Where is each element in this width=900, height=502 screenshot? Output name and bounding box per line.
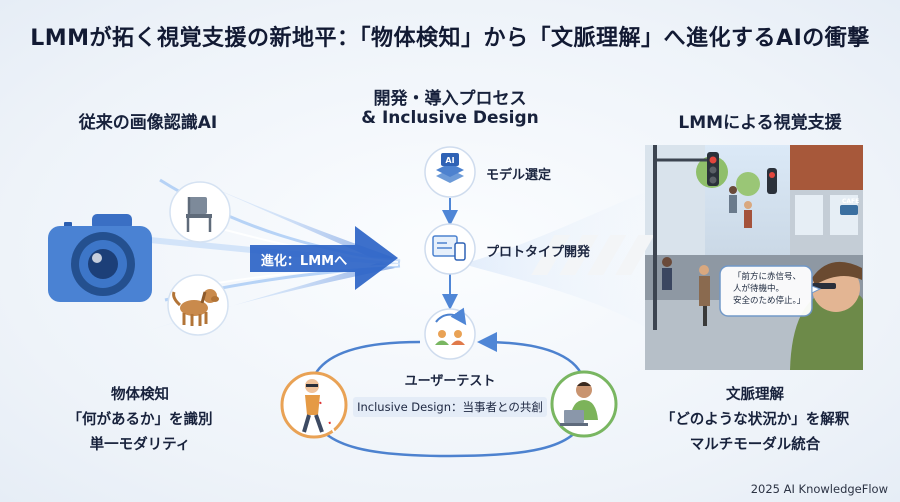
- ai-layers-icon: AI: [424, 146, 476, 198]
- step-prototype-label: プロトタイプ開発: [486, 245, 591, 260]
- right-caption-line: マルチモーダル統合: [689, 437, 821, 453]
- speech-bubble-line: 「前方に赤信号、: [733, 272, 802, 282]
- step-user-test-label: ユーザーテスト: [404, 374, 496, 389]
- left-heading: 従来の画像認識AI: [78, 113, 218, 133]
- code-window-phone-icon: [424, 223, 476, 275]
- speech-bubble-line: 人が待機中。: [733, 284, 785, 294]
- co-creation-label: Inclusive Design：当事者との共創: [353, 397, 547, 417]
- center-heading-line2: & Inclusive Design: [361, 108, 539, 128]
- right-beam: [470, 190, 650, 330]
- chair-icon: [169, 181, 231, 243]
- camera-icon: [48, 214, 152, 302]
- right-heading: LMMによる視覚支援: [678, 113, 842, 133]
- evolution-arrow: [250, 226, 398, 290]
- users-cycle-icon: [424, 307, 476, 360]
- cane-user-avatar: [280, 371, 348, 439]
- street-scene-image: [531, 145, 863, 370]
- developer-avatar: [550, 370, 618, 438]
- cafe-sign: CAFE: [842, 198, 860, 205]
- footer-credit: 2025 AI KnowledgeFlow: [750, 482, 888, 496]
- page-title: LMMが拓く視覚支援の新地平：「物体検知」から「文脈理解」へ進化するAIの衝撃: [30, 26, 870, 51]
- right-caption: 文脈理解 「どのような状況か」を解釈 マルチモーダル統合: [655, 383, 855, 458]
- center-heading-line1: 開発・導入プロセス: [373, 89, 527, 109]
- right-caption-line: 文脈理解: [726, 387, 784, 403]
- dog-icon: [167, 274, 229, 336]
- speech-bubble: 「前方に赤信号、 人が待機中。 安全のため停止。」: [733, 271, 811, 307]
- left-caption: 物体検知 「何があるか」を識別 単一モダリティ: [40, 383, 240, 458]
- left-caption-line: 物体検知: [111, 387, 169, 403]
- svg-text:AI: AI: [445, 156, 454, 165]
- step-model-selection-label: モデル選定: [486, 168, 552, 183]
- right-caption-line: 「どのような状況か」を解釈: [660, 412, 850, 428]
- speech-bubble-line: 安全のため停止。」: [733, 296, 806, 306]
- left-caption-line: 単一モダリティ: [89, 437, 191, 453]
- left-caption-line: 「何があるか」を識別: [67, 412, 213, 428]
- evolution-arrow-label: 進化：LMMへ: [260, 254, 348, 269]
